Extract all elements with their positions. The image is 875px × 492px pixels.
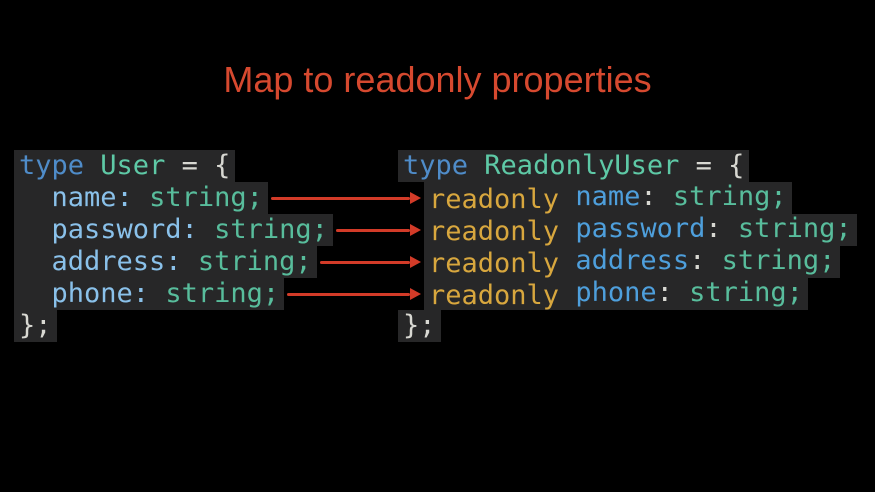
code-token-punct bbox=[149, 278, 165, 309]
code-token-punct bbox=[559, 213, 575, 245]
code-token-string: string; bbox=[672, 181, 787, 212]
code-token-string: string; bbox=[197, 246, 312, 277]
code-token-string: string; bbox=[737, 213, 852, 244]
code-token-punct: : bbox=[640, 181, 657, 212]
mapping-arrow-address bbox=[319, 260, 410, 264]
code-token-punct bbox=[19, 182, 52, 213]
code-token-string: string; bbox=[721, 245, 836, 276]
code-token-string: string; bbox=[149, 182, 263, 213]
code-token-punct bbox=[198, 214, 214, 245]
code-line: }; bbox=[14, 310, 57, 342]
code-token-punct bbox=[559, 181, 575, 213]
code-token-modifier: readonly bbox=[429, 280, 560, 311]
code-token-punct: }; bbox=[19, 310, 52, 341]
code-token-punct bbox=[559, 277, 575, 309]
code-token-punct bbox=[133, 182, 149, 213]
code-token-prop_right: name bbox=[575, 181, 641, 212]
code-token-prop_left: address: bbox=[51, 246, 182, 277]
code-token-punct bbox=[705, 245, 721, 277]
code-token-punct bbox=[19, 278, 52, 309]
code-token-keyword: type bbox=[19, 150, 85, 181]
code-line: password: string; bbox=[14, 214, 333, 246]
code-token-prop_right: address bbox=[575, 245, 690, 276]
code-token-punct: : bbox=[656, 277, 673, 308]
mapping-arrow-password bbox=[335, 228, 410, 232]
code-token-prop_left: phone: bbox=[51, 278, 150, 309]
code-line: address: string; bbox=[14, 246, 317, 278]
code-token-punct bbox=[84, 150, 100, 181]
code-token-punct bbox=[673, 277, 689, 309]
code-line: name: string; bbox=[14, 182, 268, 214]
code-line: readonly name: string; bbox=[424, 181, 792, 215]
code-token-string: string; bbox=[214, 214, 328, 245]
code-token-punct: = { bbox=[679, 150, 745, 181]
code-token-prop_left: name: bbox=[51, 182, 133, 213]
mapping-arrow-phone bbox=[287, 292, 410, 296]
code-token-modifier: readonly bbox=[429, 184, 560, 215]
code-token-prop_left: password: bbox=[51, 214, 198, 245]
mapping-arrow-name bbox=[270, 196, 410, 200]
code-token-punct: }; bbox=[403, 310, 436, 341]
code-token-punct bbox=[19, 214, 52, 245]
code-token-prop_right: password bbox=[575, 213, 706, 244]
code-token-punct bbox=[182, 246, 198, 277]
code-token-string: string; bbox=[165, 278, 280, 309]
code-line: }; bbox=[398, 310, 441, 342]
code-token-punct: : bbox=[689, 245, 706, 276]
code-line: type User = { bbox=[14, 150, 236, 182]
code-token-modifier: readonly bbox=[429, 216, 560, 247]
code-token-keyword: type bbox=[403, 150, 469, 181]
code-token-punct bbox=[722, 213, 738, 245]
code-token-punct bbox=[657, 181, 673, 213]
code-token-string: string; bbox=[689, 277, 803, 308]
code-token-punct bbox=[468, 150, 484, 181]
slide-title: Map to readonly properties bbox=[223, 59, 652, 100]
code-line: type ReadonlyUser = { bbox=[398, 150, 750, 182]
code-block-user: type User = { name: string; password: st… bbox=[14, 150, 333, 342]
code-block-readonly-user: type ReadonlyUser = {readonly name: stri… bbox=[398, 150, 857, 342]
code-line: phone: string; bbox=[14, 278, 285, 310]
code-line: readonly address: string; bbox=[424, 245, 841, 279]
code-token-punct: = { bbox=[165, 150, 231, 181]
code-token-typename: User bbox=[100, 150, 166, 181]
code-line: readonly phone: string; bbox=[424, 277, 808, 311]
code-token-punct: : bbox=[705, 213, 722, 244]
code-token-modifier: readonly bbox=[429, 248, 560, 279]
code-token-punct bbox=[559, 245, 575, 277]
code-token-typename: ReadonlyUser bbox=[484, 150, 680, 181]
code-token-punct bbox=[19, 246, 52, 277]
code-line: readonly password: string; bbox=[424, 213, 857, 247]
code-token-prop_right: phone bbox=[575, 277, 657, 308]
